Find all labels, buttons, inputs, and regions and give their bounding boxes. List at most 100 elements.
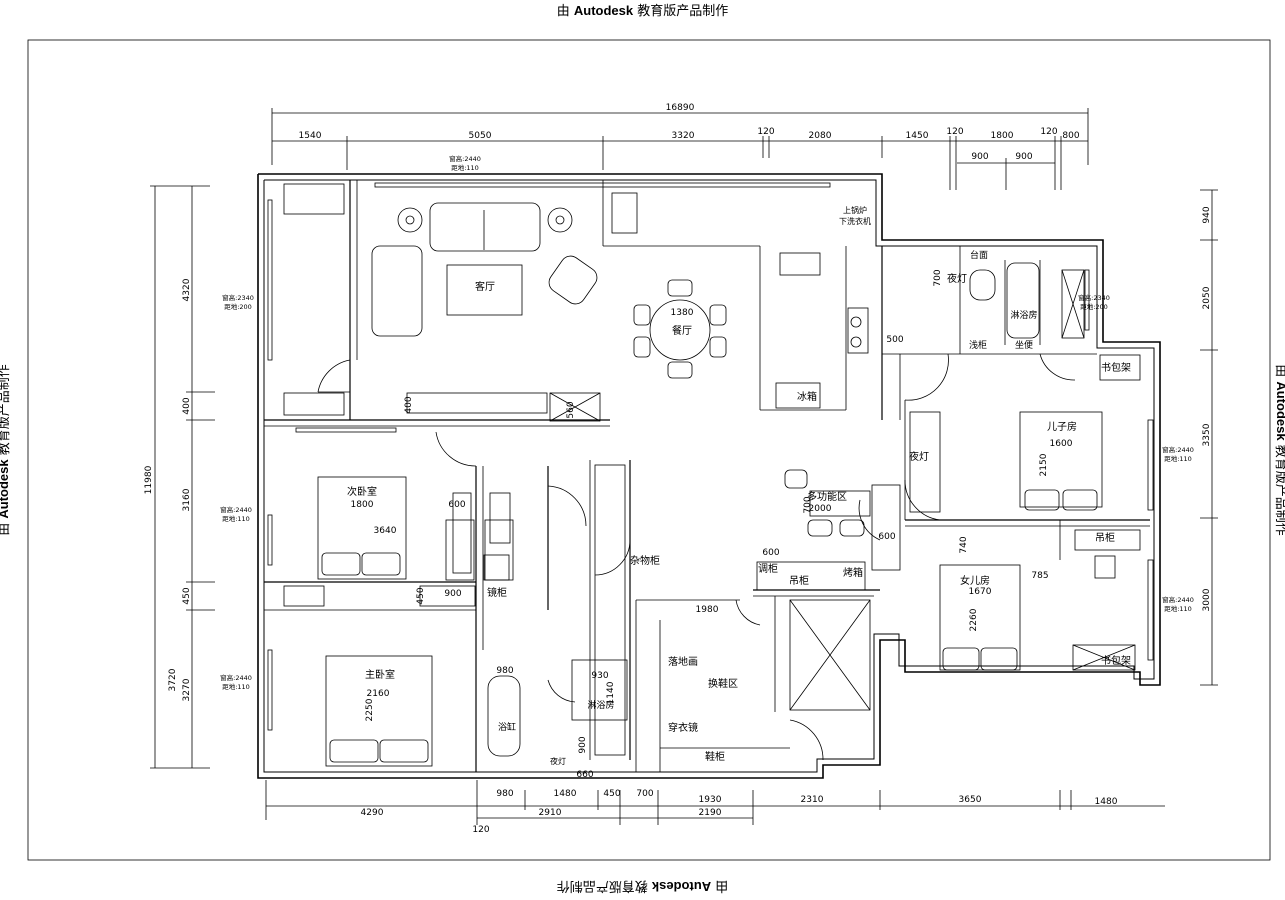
window-note: 窗高:2440 [1162,595,1194,604]
dim-bottom-2: 2190 [699,808,722,818]
dim-top-sub: 900 [1015,152,1032,162]
dim-top: 3320 [672,131,695,141]
room-daughter: 女儿房 [960,574,990,587]
dim-left: 450 [182,587,192,604]
dim-son-bed-width: 1600 [1050,439,1073,449]
watermark-top: 由 Autodesk 教育版产品制作 [556,3,729,19]
dim-right: 3000 [1202,588,1212,611]
room-dining: 餐厅 [672,324,692,337]
dim-600: 600 [448,500,465,510]
dim-right: 3350 [1202,423,1212,446]
label-mirror: 穿衣镜 [668,721,698,734]
window-note: 窗高:2440 [220,505,252,514]
dim-room2-width: 3640 [374,526,397,536]
dim-bottom: 1930 [699,795,722,805]
dim-top: 1800 [991,131,1014,141]
dim-left: 3270 [182,678,192,701]
dim-700: 700 [933,269,943,286]
window-note: 距地:200 [224,302,252,311]
dim-930: 930 [591,671,608,681]
dim-daughter-length: 2260 [969,608,979,631]
label-shoe-cabinet: 鞋柜 [705,750,725,763]
dim-top-sub: 900 [971,152,988,162]
label-fridge: 冰箱 [797,390,817,403]
dim-600: 600 [878,532,895,542]
label-hanging-cabinet: 吊柜 [1095,531,1115,544]
window-note: 距地:200 [1080,302,1108,311]
dim-785: 785 [1031,571,1048,581]
dim-left: 3720 [168,668,178,691]
label-night-light: 夜灯 [550,756,566,766]
dim-left: 400 [182,397,192,414]
dim-top: 800 [1062,131,1079,141]
room-bathtub: 浴缸 [498,721,516,733]
dim-980: 980 [496,666,513,676]
dim-450: 450 [416,587,426,604]
label-hanging-cabinet: 吊柜 [789,574,809,587]
dim-total-width: 16890 [666,103,695,113]
label-bookshelf: 书包架 [1101,654,1131,667]
dim-500: 500 [886,335,903,345]
room-son: 儿子房 [1047,420,1077,433]
label-counter: 台面 [970,249,988,261]
dim-top: 120 [1040,127,1057,137]
dim-560: 560 [566,401,576,418]
window-note: 窗高:2340 [222,293,254,302]
label-seasoning-cabinet: 调柜 [758,562,778,575]
dim-multi-height: 700 [803,496,813,513]
window-note: 窗高:2440 [449,154,481,163]
room-shower-right: 淋浴房 [1010,309,1037,321]
window-note: 窗高:2440 [220,673,252,682]
label-bookshelf: 书包架 [1101,361,1131,374]
label-night-light: 夜灯 [947,272,967,285]
room-living: 客厅 [475,280,495,293]
dim-bottom: 3650 [959,795,982,805]
dim-top: 5050 [469,131,492,141]
dim-multi-width: 2000 [809,504,832,514]
room-second-bedroom: 次卧室 [347,485,377,498]
label-washer: 下洗衣机 [839,216,871,226]
dim-table: 1380 [671,308,694,318]
dim-660: 660 [576,770,593,780]
dim-bottom-2: 2910 [539,808,562,818]
room-master-bedroom: 主卧室 [365,668,395,681]
dim-bottom: 700 [636,789,653,799]
label-toilet: 坐便 [1015,339,1033,351]
window-note: 距地:110 [451,163,479,172]
dim-bed2-width: 1800 [351,500,374,510]
dim-top: 1540 [299,131,322,141]
label-night-light: 夜灯 [909,450,929,463]
window-note: 窗高:2440 [1162,445,1194,454]
label-basin: 浅柜 [969,339,987,351]
dim-bottom: 450 [603,789,620,799]
dim-bottom-2: 120 [472,825,489,835]
dim-bottom: 4290 [361,808,384,818]
dim-son-bed-length: 2150 [1039,453,1049,476]
dim-top: 2080 [809,131,832,141]
room-shower-master: 淋浴房 [587,699,614,711]
label-mural: 落地画 [668,655,698,668]
window-note: 距地:110 [222,514,250,523]
label-boiler: 上锅炉 [843,205,867,215]
dim-400: 400 [404,396,414,413]
dim-left-total: 11980 [144,465,154,494]
dim-bed1-width: 2160 [367,689,390,699]
drawing-frame [27,39,1271,861]
dim-600: 600 [762,548,779,558]
dim-top: 120 [757,127,774,137]
window-note: 距地:110 [1164,454,1192,463]
dim-top: 1450 [906,131,929,141]
dim-bottom: 1480 [1095,797,1118,807]
dim-left: 3160 [182,488,192,511]
dim-left: 4320 [182,278,192,301]
dim-right: 2050 [1202,286,1212,309]
dim-1140: 1140 [606,681,616,704]
dim-bottom: 2310 [801,795,824,805]
room-storage: 杂物柜 [630,554,660,567]
dim-bottom: 1480 [554,789,577,799]
dim-740: 740 [959,536,969,553]
dim-top: 120 [946,127,963,137]
label-oven: 烤箱 [843,566,863,579]
label-shoe-area: 换鞋区 [708,677,738,690]
